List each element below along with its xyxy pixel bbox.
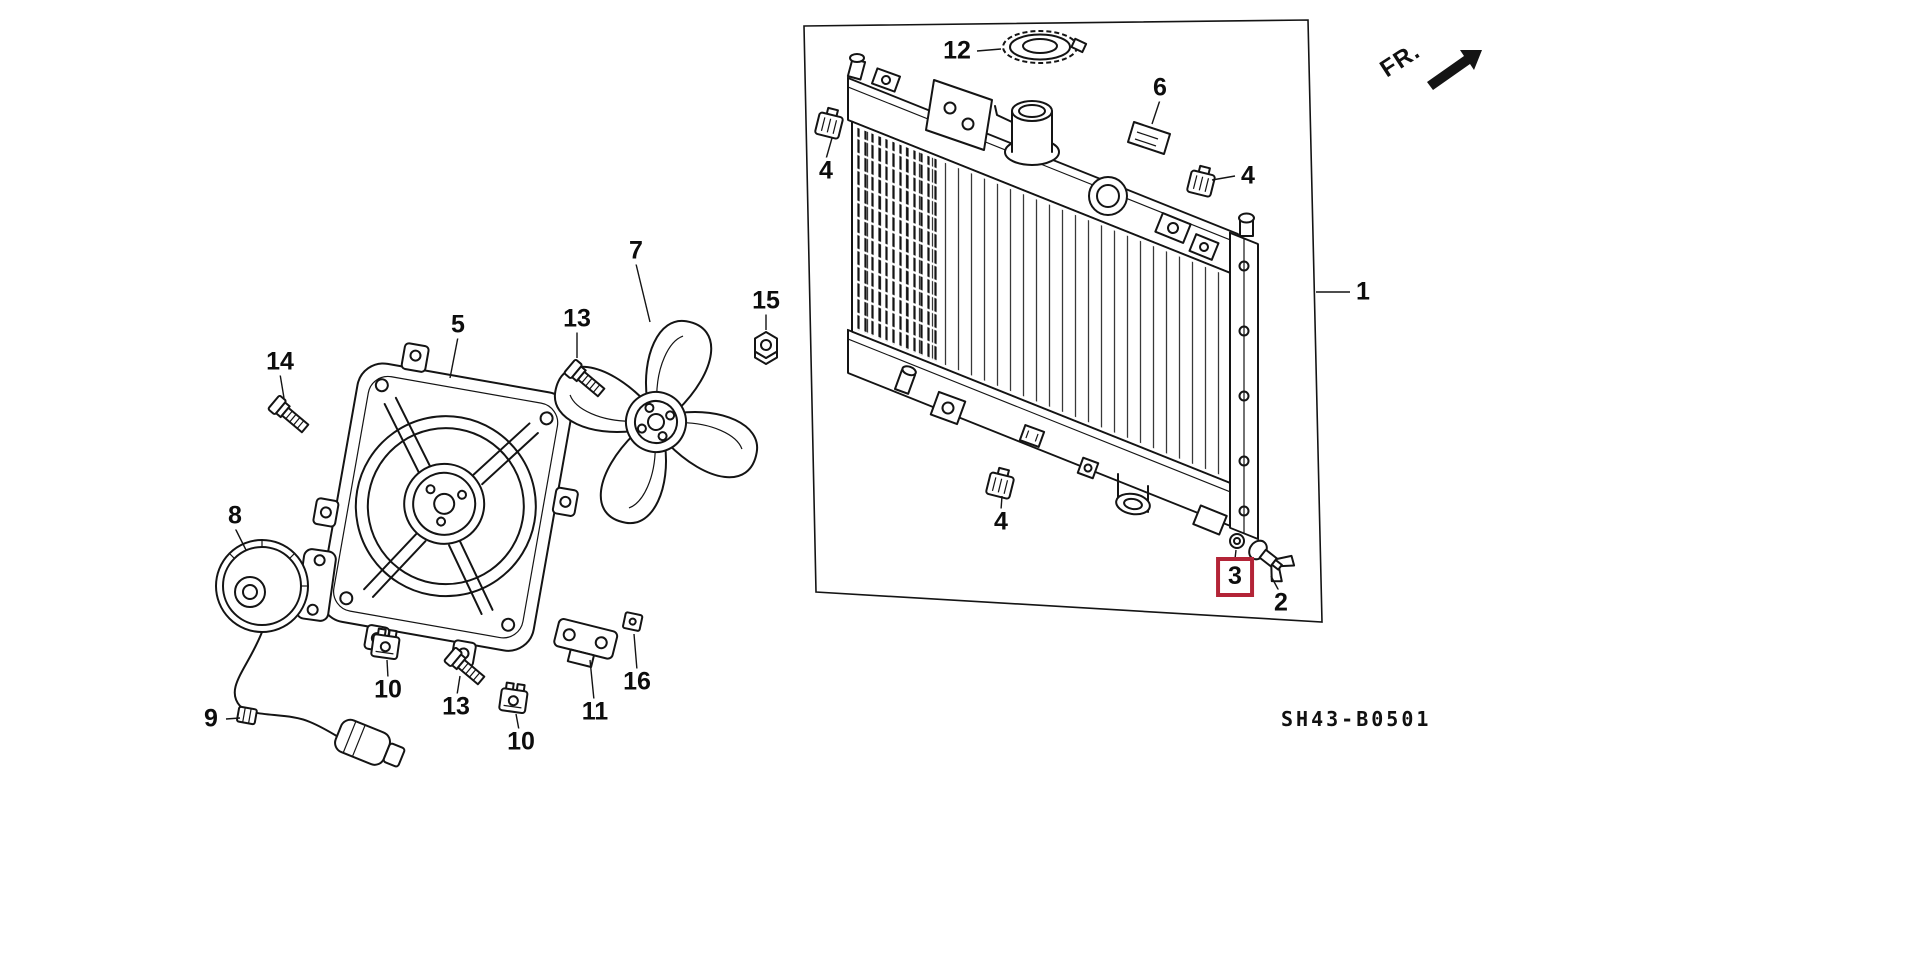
shroud-tab-top	[400, 342, 430, 373]
fan-motor	[215, 539, 406, 768]
callout-15[interactable]: 15	[750, 286, 782, 315]
callout-7[interactable]: 7	[627, 236, 645, 265]
label-plate	[1127, 121, 1171, 155]
shroud-tab-right	[551, 486, 579, 517]
mount-pin-right	[1238, 212, 1255, 237]
stay-bracket-11	[553, 618, 619, 668]
drawing-code: SH43-B0501	[1281, 707, 1432, 731]
callout-12[interactable]: 12	[941, 36, 973, 65]
callout-13b[interactable]: 13	[440, 692, 472, 721]
mount-pin	[846, 53, 867, 81]
callout-3-highlight-box[interactable]: 3	[1216, 557, 1254, 597]
clip-16	[622, 611, 644, 632]
fan-shroud	[312, 342, 579, 668]
bolt-14	[266, 394, 312, 437]
fan-blade	[545, 320, 767, 533]
petcock-boss	[1192, 504, 1228, 536]
radiator-cap	[1002, 30, 1088, 64]
harness-clip	[236, 705, 258, 726]
lower-port	[1115, 473, 1151, 516]
callout-10a[interactable]: 10	[372, 675, 404, 704]
bottom-bolt	[894, 365, 917, 395]
bottom-bolt-2	[1076, 456, 1100, 480]
callout-8[interactable]: 8	[226, 501, 244, 530]
bottom-tab	[1018, 424, 1046, 448]
nut-15	[754, 331, 778, 365]
leader-lines	[225, 48, 1350, 731]
radiator	[846, 30, 1259, 541]
motor-flange	[295, 548, 337, 622]
bottom-bracket	[929, 390, 967, 426]
callout-11[interactable]: 11	[579, 697, 611, 726]
radiator-boundary-box	[803, 19, 1323, 623]
callout-16[interactable]: 16	[621, 667, 653, 696]
upper-port	[1088, 176, 1128, 216]
upper-bracket	[870, 67, 902, 93]
callout-4a[interactable]: 4	[817, 156, 835, 185]
callout-9[interactable]: 9	[202, 704, 220, 733]
connector-boot	[334, 718, 406, 768]
filler-bracket	[925, 79, 993, 151]
callout-4b[interactable]: 4	[1239, 161, 1257, 190]
motor-harness-wire	[233, 631, 341, 739]
fr-arrow-icon	[1427, 50, 1482, 90]
clip-4a	[813, 105, 846, 141]
clip-10b	[497, 681, 530, 715]
upper-right-bracket-2	[1188, 233, 1220, 261]
filler-neck	[994, 100, 1060, 166]
callout-2[interactable]: 2	[1272, 588, 1290, 617]
shroud-tab-left	[312, 497, 340, 528]
callout-1[interactable]: 1	[1354, 277, 1372, 306]
callout-14[interactable]: 14	[264, 347, 296, 376]
callout-13a[interactable]: 13	[561, 304, 593, 333]
callout-4c[interactable]: 4	[992, 507, 1010, 536]
clip-4c	[984, 465, 1017, 501]
upper-right-bracket	[1154, 212, 1192, 244]
drain-o-ring	[1229, 533, 1245, 549]
callout-5[interactable]: 5	[449, 310, 467, 339]
callout-6[interactable]: 6	[1151, 73, 1169, 102]
callout-10b[interactable]: 10	[505, 727, 537, 756]
